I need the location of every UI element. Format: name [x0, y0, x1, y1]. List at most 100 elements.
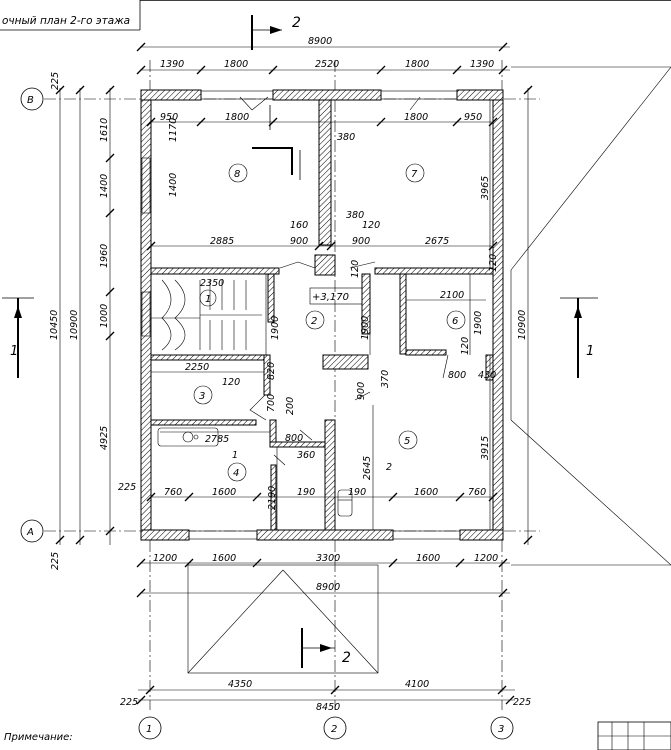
- svg-text:1600: 1600: [414, 487, 438, 498]
- svg-text:3: 3: [498, 724, 504, 735]
- svg-text:190: 190: [297, 487, 315, 498]
- view-arrow-marks: [252, 105, 301, 180]
- svg-text:2885: 2885: [210, 236, 234, 247]
- svg-text:8900: 8900: [316, 582, 340, 593]
- svg-text:4: 4: [233, 468, 239, 479]
- section-mark-left: 1: [2, 297, 34, 378]
- svg-text:1200: 1200: [474, 553, 498, 564]
- svg-text:6: 6: [452, 316, 458, 327]
- svg-text:120: 120: [460, 337, 471, 355]
- svg-text:1800: 1800: [404, 112, 428, 123]
- svg-text:380: 380: [346, 210, 364, 221]
- svg-text:4100: 4100: [405, 679, 429, 690]
- svg-text:1000: 1000: [99, 304, 110, 328]
- svg-text:200: 200: [285, 397, 296, 415]
- svg-text:1900: 1900: [270, 316, 281, 340]
- svg-text:380: 380: [337, 132, 355, 143]
- room-7-label: 7: [405, 163, 425, 183]
- section-mark-top: 2: [251, 15, 301, 50]
- svg-text:950: 950: [464, 112, 482, 123]
- svg-text:800: 800: [448, 370, 466, 381]
- svg-text:225: 225: [118, 482, 136, 493]
- svg-text:5: 5: [404, 436, 410, 447]
- svg-text:225: 225: [120, 697, 138, 708]
- svg-text:2: 2: [311, 316, 317, 327]
- room-2-label: 2: [305, 310, 325, 330]
- svg-text:1: 1: [146, 724, 152, 735]
- svg-text:3915: 3915: [480, 436, 491, 460]
- svg-text:1: 1: [586, 344, 594, 359]
- axis-bubble-row-bottom: А: [20, 519, 44, 543]
- svg-text:900: 900: [352, 236, 370, 247]
- note-label: Примечание:: [4, 732, 73, 743]
- svg-text:900: 900: [356, 382, 367, 400]
- section-mark-bottom: 2: [301, 628, 351, 668]
- room-8-label: 8: [228, 163, 248, 183]
- svg-text:1: 1: [10, 344, 18, 359]
- svg-text:160: 160: [290, 220, 308, 231]
- svg-text:1800: 1800: [405, 59, 429, 70]
- bathroom-fixtures: [157, 427, 353, 517]
- svg-text:370: 370: [380, 370, 391, 388]
- svg-text:2250: 2250: [185, 362, 209, 373]
- room-5-label: 5: [398, 430, 418, 450]
- svg-text:7: 7: [411, 169, 418, 180]
- axis-bubble-col-1: 1: [138, 716, 162, 740]
- svg-text:2: 2: [386, 462, 392, 473]
- svg-text:8450: 8450: [316, 702, 340, 713]
- doors: [239, 96, 449, 466]
- svg-text:10450: 10450: [49, 310, 60, 340]
- staircase: [150, 279, 262, 351]
- title-block-corner: [597, 721, 671, 750]
- svg-text:1: 1: [232, 450, 238, 461]
- svg-text:120: 120: [488, 254, 499, 272]
- svg-text:2: 2: [292, 15, 301, 31]
- svg-text:1900: 1900: [473, 311, 484, 335]
- svg-text:+3,170: +3,170: [312, 292, 349, 303]
- svg-text:225: 225: [50, 72, 61, 90]
- svg-text:10900: 10900: [517, 310, 528, 340]
- svg-text:1400: 1400: [168, 173, 179, 197]
- svg-text:1600: 1600: [212, 553, 236, 564]
- svg-text:В: В: [27, 95, 34, 106]
- svg-text:1900: 1900: [360, 316, 371, 340]
- svg-text:120: 120: [362, 220, 380, 231]
- svg-text:1200: 1200: [153, 553, 177, 564]
- svg-text:2190: 2190: [267, 486, 278, 510]
- dimension-labels: 8900 1390 1800 2520 1800 1390 950 1800 1…: [49, 36, 531, 713]
- svg-text:190: 190: [348, 487, 366, 498]
- svg-text:120: 120: [350, 260, 361, 278]
- svg-text:2100: 2100: [440, 290, 464, 301]
- room-4-label: 4: [227, 462, 247, 482]
- svg-text:10900: 10900: [69, 310, 80, 340]
- svg-text:120: 120: [222, 377, 240, 388]
- svg-text:360: 360: [297, 450, 315, 461]
- svg-text:1960: 1960: [99, 244, 110, 268]
- svg-text:3: 3: [199, 391, 205, 402]
- plan-title: очный план 2-го этажа: [2, 15, 130, 27]
- room-6-label: 6: [446, 310, 466, 330]
- svg-text:4925: 4925: [99, 426, 110, 450]
- svg-text:3965: 3965: [480, 176, 491, 200]
- level-mark: +3,170: [309, 287, 363, 305]
- interior-walls: [150, 99, 494, 531]
- axis-bubble-col-2: 2: [323, 716, 347, 740]
- svg-text:1800: 1800: [225, 112, 249, 123]
- svg-text:1: 1: [205, 294, 211, 305]
- svg-text:2675: 2675: [425, 236, 449, 247]
- svg-text:820: 820: [266, 362, 277, 380]
- axis-bubble-row-top: В: [20, 87, 44, 111]
- room-1-label: 1: [199, 289, 217, 307]
- svg-text:225: 225: [513, 697, 531, 708]
- svg-text:1390: 1390: [470, 59, 494, 70]
- svg-text:А: А: [26, 527, 34, 538]
- svg-text:1170: 1170: [168, 118, 179, 142]
- svg-text:1600: 1600: [416, 553, 440, 564]
- svg-text:2520: 2520: [315, 59, 339, 70]
- svg-text:2785: 2785: [205, 434, 229, 445]
- svg-text:2350: 2350: [200, 278, 224, 289]
- svg-text:950: 950: [160, 112, 178, 123]
- svg-text:430: 430: [478, 370, 496, 381]
- roof-outline-bottom: [187, 564, 379, 674]
